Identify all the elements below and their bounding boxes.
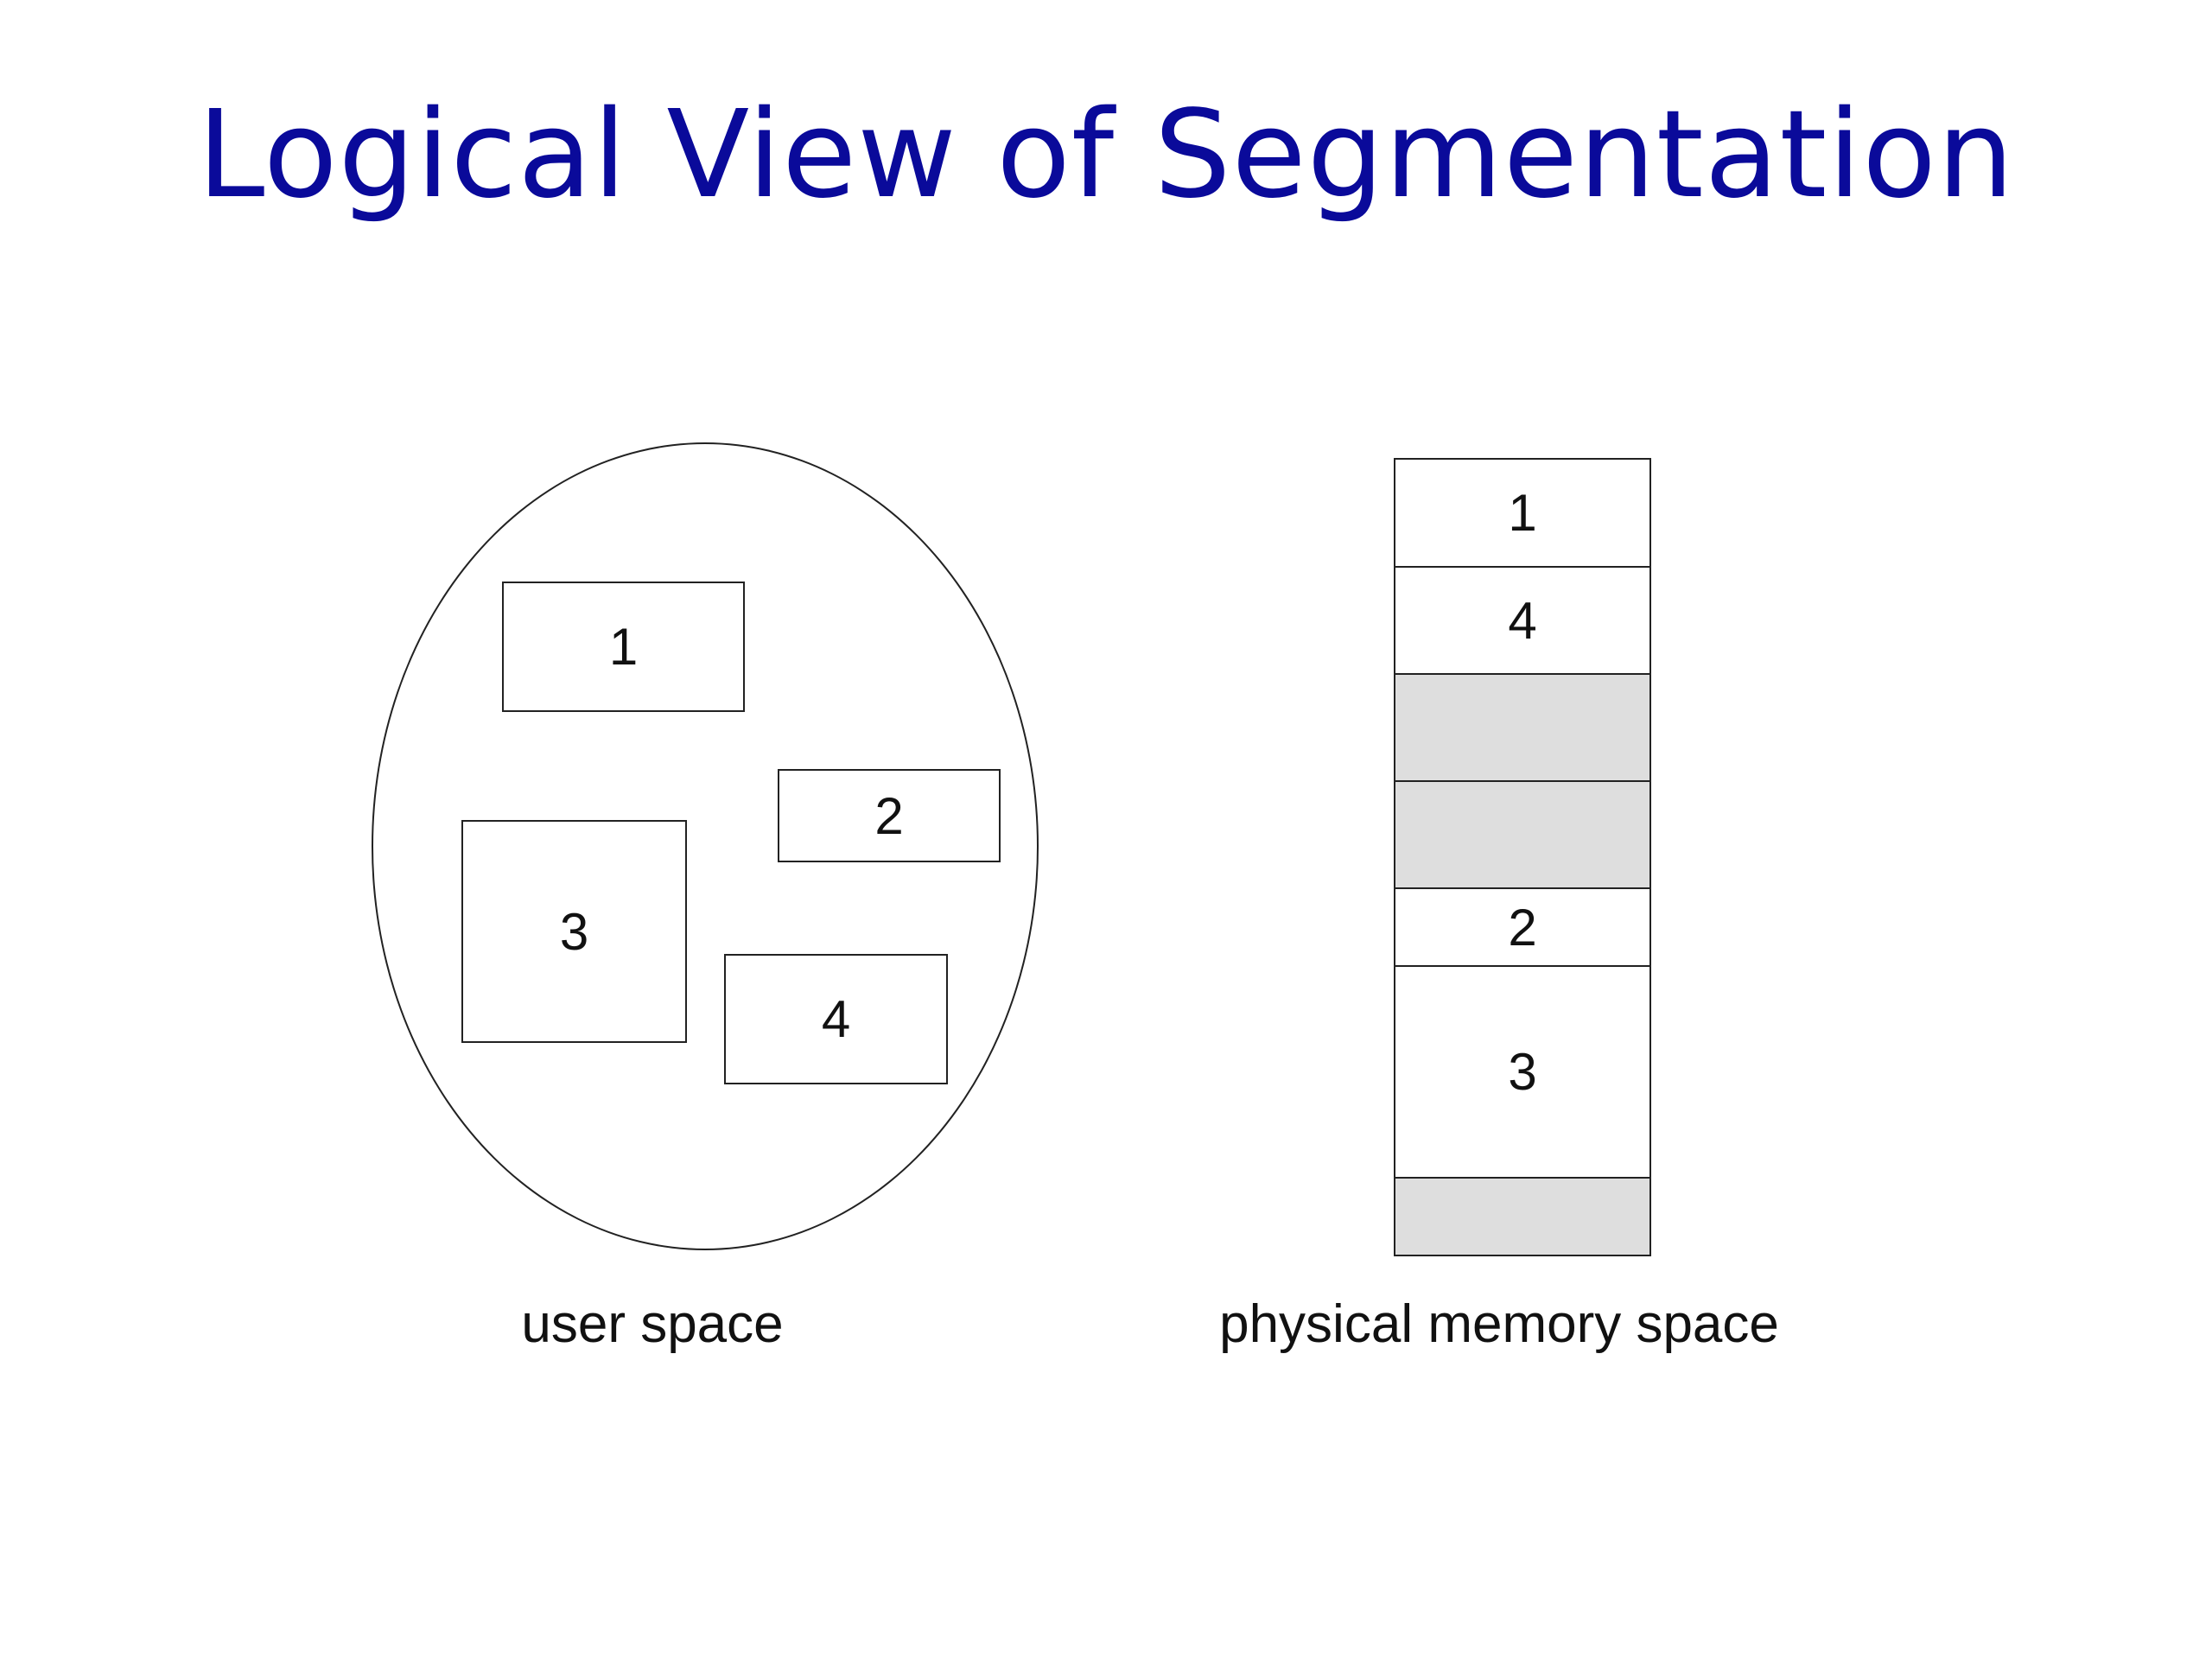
memory-block-free xyxy=(1394,1177,1651,1256)
user-segment-1: 1 xyxy=(502,582,745,712)
user-segment-3: 3 xyxy=(461,820,687,1043)
user-segment-2: 2 xyxy=(778,769,1001,862)
physical-memory-column: 1 4 2 3 xyxy=(1394,458,1651,1256)
user-segment-4: 4 xyxy=(724,954,948,1084)
memory-block-segment-4: 4 xyxy=(1394,566,1651,675)
user-space-caption: user space xyxy=(521,1294,784,1354)
memory-block-segment-3: 3 xyxy=(1394,965,1651,1179)
memory-block-segment-1: 1 xyxy=(1394,458,1651,568)
slide-title: Logical View of Segmentation xyxy=(197,85,2015,226)
memory-block-free xyxy=(1394,780,1651,889)
memory-block-segment-2: 2 xyxy=(1394,887,1651,967)
user-space-ellipse xyxy=(372,442,1039,1250)
physical-memory-caption: physical memory space xyxy=(1219,1294,1779,1354)
memory-block-free xyxy=(1394,673,1651,782)
